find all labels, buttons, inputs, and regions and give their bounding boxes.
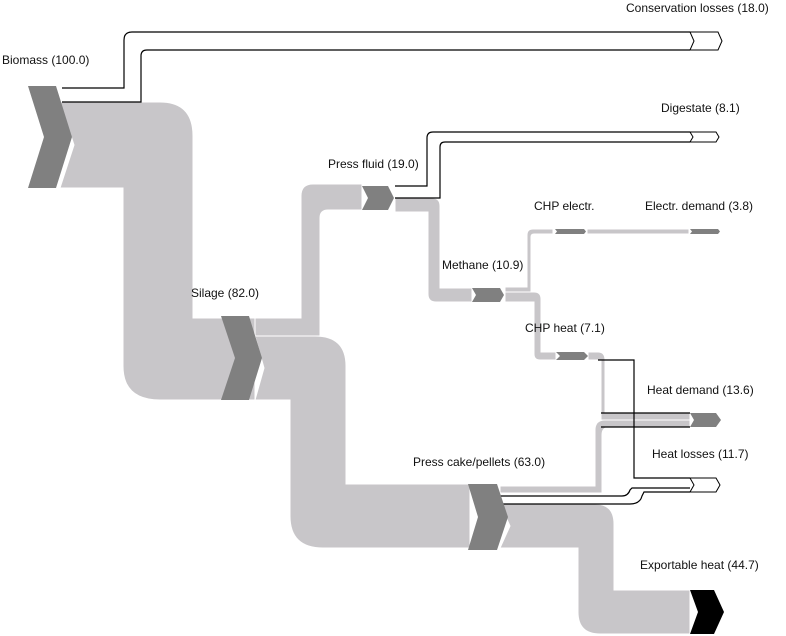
label-chp-electr: CHP electr. xyxy=(534,199,594,213)
node-methane xyxy=(472,288,504,302)
node-digestate-arrow xyxy=(689,131,720,143)
flow-silage-pressfluid xyxy=(254,183,363,337)
heat-demand-band-outline xyxy=(601,412,690,428)
flow-presscake-heatlosses-outline xyxy=(500,487,690,497)
label-conservation-losses: Conservation losses (18.0) xyxy=(626,1,769,15)
flow-methane-chpelectr xyxy=(504,228,554,293)
flow-biomass-conservation-outline-2 xyxy=(62,49,690,103)
node-heat-demand-arrow xyxy=(690,413,721,427)
flow-pressfluid-digestate-outline-2 xyxy=(395,141,690,199)
node-press-fluid xyxy=(362,186,394,210)
label-electr-demand: Electr. demand (3.8) xyxy=(645,199,753,213)
flow-pressfluid-digestate-outline xyxy=(395,131,690,187)
flow-biomass-silage xyxy=(59,101,256,401)
node-press-cake xyxy=(468,484,508,550)
flow-presscake-heatlosses-outline-2 xyxy=(500,491,690,505)
node-chp-electr xyxy=(555,229,586,234)
label-silage: Silage (82.0) xyxy=(191,286,259,300)
label-digestate: Digestate (8.1) xyxy=(661,101,740,115)
label-exportable-heat: Exportable heat (44.7) xyxy=(640,558,759,572)
label-press-fluid: Press fluid (19.0) xyxy=(328,157,419,171)
label-press-cake: Press cake/pellets (63.0) xyxy=(413,455,545,469)
node-biomass xyxy=(28,86,72,188)
flow-chpelectr-electrdemand xyxy=(586,228,690,235)
label-chp-heat: CHP heat (7.1) xyxy=(525,321,605,335)
flow-chpheat-heatlosses-outline xyxy=(598,359,690,479)
label-heat-demand: Heat demand (13.6) xyxy=(647,383,754,397)
node-silage xyxy=(221,316,262,400)
flow-silage-presscake xyxy=(254,335,471,549)
flow-biomass-conservation-outline xyxy=(62,31,690,89)
node-exportable-heat-arrow xyxy=(690,590,724,634)
node-conservation-losses-arrow xyxy=(689,31,723,51)
flow-presscake-exportable xyxy=(499,503,691,635)
label-biomass: Biomass (100.0) xyxy=(2,53,89,67)
label-methane: Methane (10.9) xyxy=(442,258,523,272)
node-chp-heat xyxy=(556,352,588,360)
node-heat-losses-arrow xyxy=(689,477,721,493)
flow-pressfluid-methane xyxy=(394,197,473,303)
label-heat-losses: Heat losses (11.7) xyxy=(652,447,749,461)
node-electr-demand-arrow xyxy=(690,229,720,234)
